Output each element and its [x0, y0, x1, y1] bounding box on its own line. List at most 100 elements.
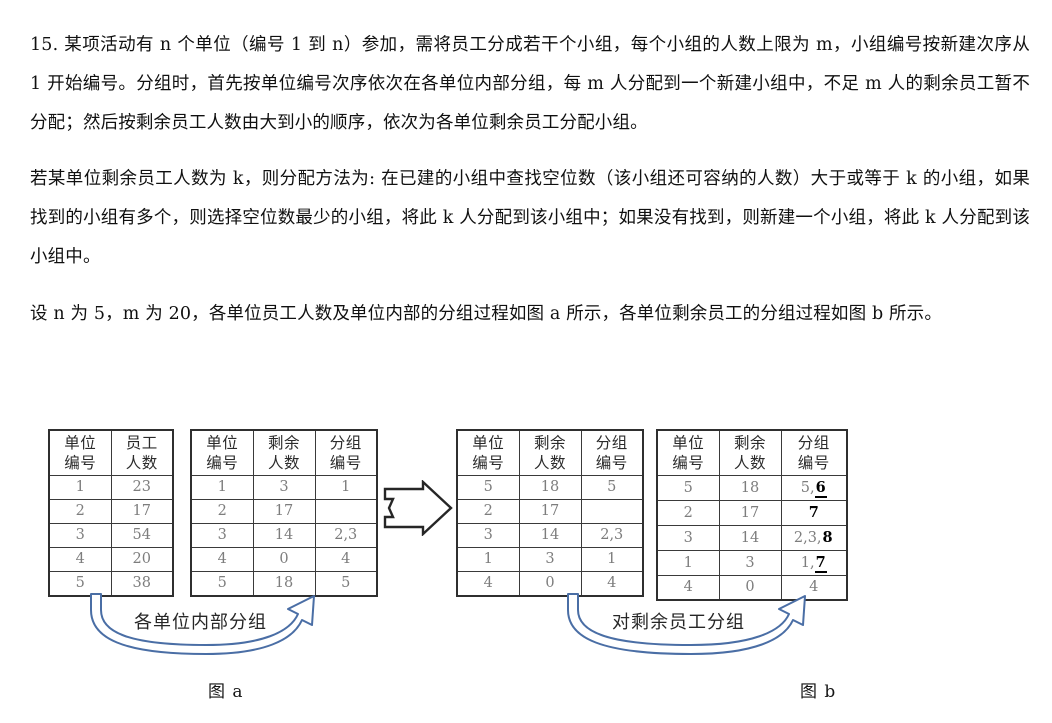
cell-group-id: 5,6 — [780, 475, 848, 501]
group-id-answer: 7 — [808, 504, 819, 521]
header-line-2: 编号 — [672, 454, 705, 472]
column-header-group-id: 分组 编号 — [580, 429, 644, 476]
header-line-1: 单位 — [64, 434, 97, 452]
cell-unit-id: 3 — [48, 523, 112, 548]
cell-unit-id: 2 — [456, 499, 520, 524]
header-line-2: 编号 — [595, 454, 628, 472]
cell-group-id: 4 — [314, 547, 378, 572]
cell-employee-count: 17 — [110, 499, 174, 524]
cell-remaining-count: 0 — [252, 547, 316, 572]
cell-remaining-count: 14 — [518, 523, 582, 548]
problem-paragraph-3: 设 n 为 5，m 为 20，各单位员工人数及单位内部的分组过程如图 a 所示，… — [30, 303, 942, 324]
cell-group-id: 4 — [780, 575, 848, 601]
header-line-1: 单位 — [672, 434, 705, 452]
cell-group-id: 7 — [780, 500, 848, 526]
column-header-group-id: 分组 编号 — [780, 429, 848, 476]
figure-b-curved-arrow-icon — [567, 593, 806, 655]
cell-remaining-count: 3 — [252, 475, 316, 500]
cell-employee-count: 20 — [110, 547, 174, 572]
header-line-2: 编号 — [329, 454, 362, 472]
group-id-answer: 8 — [822, 529, 833, 546]
group-id-answer: 7 — [814, 554, 827, 573]
table-header-row: 单位 编号 剩余 人数 分组 编号 — [456, 429, 644, 476]
cell-group-id: 5 — [314, 571, 378, 597]
header-line-2: 编号 — [472, 454, 505, 472]
figure-b-caption: 图 b — [800, 682, 837, 702]
table-row: 4 0 4 — [656, 575, 848, 601]
cell-unit-id: 1 — [456, 547, 520, 572]
cell-group-id: 1 — [580, 547, 644, 572]
cell-group-id: 4 — [580, 571, 644, 597]
cell-remaining-count: 0 — [718, 575, 782, 601]
cell-unit-id: 5 — [656, 475, 720, 501]
cell-remaining-count: 17 — [718, 500, 782, 526]
header-line-1: 分组 — [329, 434, 362, 452]
column-header-remaining-count: 剩余 人数 — [518, 429, 582, 476]
cell-unit-id: 4 — [656, 575, 720, 601]
cell-unit-id: 4 — [190, 547, 254, 572]
column-header-remaining-count: 剩余 人数 — [718, 429, 782, 476]
cell-unit-id: 2 — [48, 499, 112, 524]
header-line-2: 编号 — [64, 454, 97, 472]
header-line-1: 单位 — [472, 434, 505, 452]
cell-unit-id: 3 — [656, 525, 720, 551]
cell-remaining-count: 3 — [518, 547, 582, 572]
cell-unit-id: 2 — [190, 499, 254, 524]
column-header-unit-id: 单位 编号 — [456, 429, 520, 476]
header-line-1: 分组 — [595, 434, 628, 452]
figure-a-curved-arrow-icon — [90, 593, 315, 655]
column-header-unit-id: 单位 编号 — [656, 429, 720, 476]
cell-employee-count: 38 — [110, 571, 174, 597]
cell-unit-id: 5 — [48, 571, 112, 597]
cell-remaining-count: 17 — [252, 499, 316, 524]
problem-statement: 15. 某项活动有 n 个单位（编号 1 到 n）参加，需将员工分成若干个小组，… — [30, 8, 1030, 351]
header-line-1: 分组 — [797, 434, 830, 452]
cell-remaining-count: 3 — [718, 550, 782, 576]
column-header-group-id: 分组 编号 — [314, 429, 378, 476]
cell-unit-id: 3 — [190, 523, 254, 548]
figure-a-arrow-label: 各单位内部分组 — [134, 612, 267, 633]
cell-group-id — [580, 499, 644, 524]
cell-unit-id: 4 — [456, 571, 520, 597]
figure-b-final-group-table: 单位 编号 剩余 人数 分组 编号 5 18 5,6 2 — [656, 429, 848, 601]
header-line-1: 单位 — [206, 434, 239, 452]
column-header-unit-id: 单位 编号 — [48, 429, 112, 476]
cell-unit-id: 4 — [48, 547, 112, 572]
group-id-existing: 2,3, — [793, 530, 822, 546]
header-line-1: 剩余 — [267, 434, 300, 452]
cell-unit-id: 5 — [456, 475, 520, 500]
cell-group-id: 1 — [314, 475, 378, 500]
cell-unit-id: 1 — [48, 475, 112, 500]
figure-b-arrow-label: 对剩余员工分组 — [612, 612, 745, 633]
cell-remaining-count: 17 — [518, 499, 582, 524]
header-line-1: 剩余 — [533, 434, 566, 452]
cell-employee-count: 54 — [110, 523, 174, 548]
table-header-row: 单位 编号 剩余 人数 分组 编号 — [190, 429, 378, 476]
table-row: 5 18 5,6 — [656, 475, 848, 501]
header-line-1: 剩余 — [733, 434, 766, 452]
right-block-arrow-icon — [383, 480, 453, 536]
cell-group-id — [314, 499, 378, 524]
cell-unit-id: 1 — [656, 550, 720, 576]
cell-remaining-count: 14 — [252, 523, 316, 548]
cell-unit-id: 3 — [456, 523, 520, 548]
cell-group-id: 2,3,8 — [780, 525, 848, 551]
cell-employee-count: 23 — [110, 475, 174, 500]
cell-group-id: 2,3 — [580, 523, 644, 548]
header-line-2: 人数 — [267, 454, 300, 472]
table-header-row: 单位 编号 剩余 人数 分组 编号 — [656, 429, 848, 476]
